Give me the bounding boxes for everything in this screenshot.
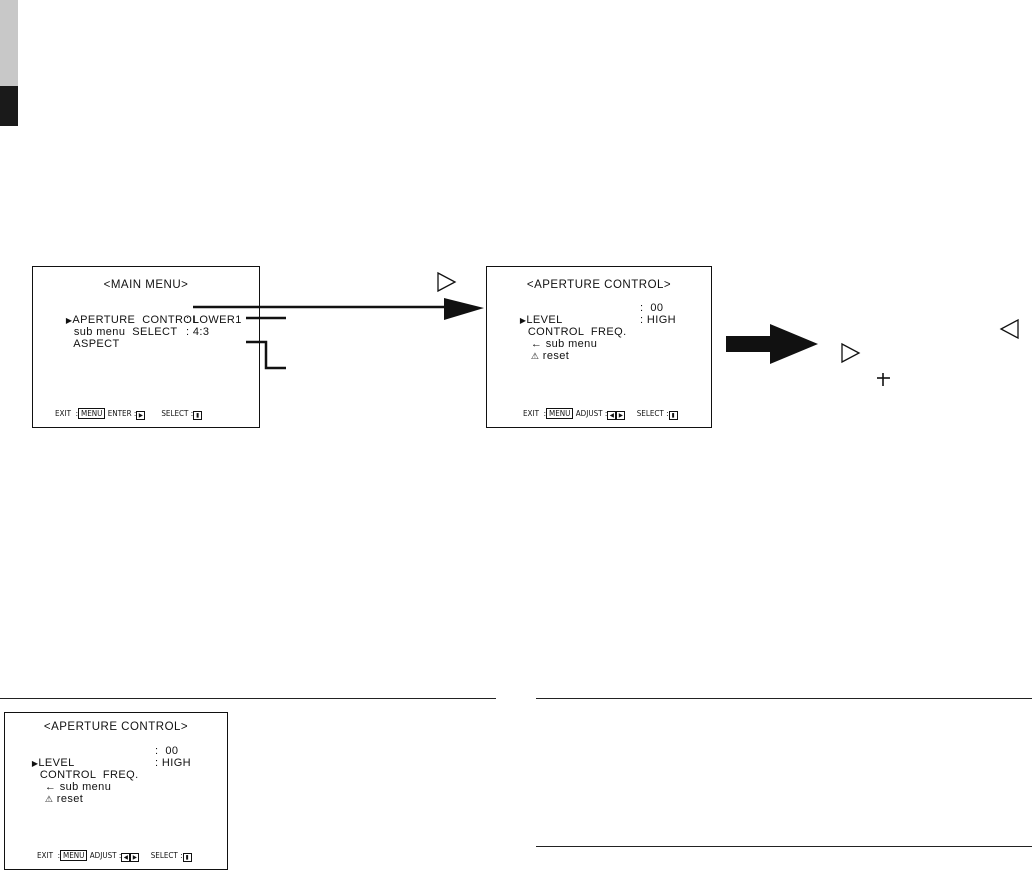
aperture-menu-2-footer: EXIT :MENU ADJUST :◀▶ SELECT :▮ bbox=[37, 850, 227, 862]
aperture-menu-screen-2: <APERTURE CONTROL> ▶LEVEL : 00 CONTROL F… bbox=[4, 712, 228, 870]
aperture-item-freq[interactable]: CONTROL FREQ. bbox=[527, 326, 627, 338]
select-key-icon: ▮ bbox=[668, 411, 678, 420]
section-rule-right-bottom bbox=[536, 846, 1032, 847]
left-key-icon: ◀ bbox=[607, 411, 617, 420]
aperture-2-item-level-value: : 00 bbox=[155, 745, 179, 757]
main-menu-footer: EXIT :MENU ENTER :▶ SELECT :▮ bbox=[55, 408, 259, 420]
aperture-menu-screen: <APERTURE CONTROL> ▶LEVEL : 00 CONTROL F… bbox=[486, 266, 712, 428]
back-arrow-icon: ← bbox=[44, 781, 57, 793]
menu-key: MENU bbox=[78, 408, 106, 419]
aperture-item-submenu[interactable]: ← sub menu bbox=[530, 338, 598, 350]
left-key-icon bbox=[999, 318, 1019, 340]
connector-arrowhead bbox=[444, 298, 484, 320]
warning-icon: ⚠ bbox=[530, 351, 540, 361]
main-menu-item-aspect[interactable]: ASPECT bbox=[73, 338, 120, 350]
main-menu-item-aspect-value: : 4:3 bbox=[186, 326, 210, 338]
menu-key: MENU bbox=[60, 850, 88, 861]
main-menu-item-submenu-value: : LOWER1 bbox=[186, 314, 242, 326]
aperture-2-item-reset[interactable]: ⚠ reset bbox=[44, 793, 84, 805]
aperture-2-item-freq-value: : HIGH bbox=[155, 757, 192, 769]
right-key-icon: ▶ bbox=[130, 853, 140, 862]
aperture-item-level-value: : 00 bbox=[640, 302, 664, 314]
aperture-menu-2-title: <APERTURE CONTROL> bbox=[43, 721, 189, 733]
main-menu-item-submenu[interactable]: sub menu SELECT bbox=[73, 326, 178, 338]
page-tab-grey bbox=[0, 0, 18, 86]
big-arrow-head bbox=[770, 324, 818, 364]
warning-icon: ⚠ bbox=[44, 794, 54, 804]
aperture-item-level[interactable]: ▶LEVEL bbox=[519, 314, 563, 326]
select-key-icon: ▮ bbox=[193, 411, 203, 420]
left-key-icon: ◀ bbox=[121, 853, 131, 862]
aperture-2-item-freq[interactable]: CONTROL FREQ. bbox=[39, 769, 139, 781]
aperture-menu-footer: EXIT :MENU ADJUST :◀▶ SELECT :▮ bbox=[523, 408, 711, 420]
section-rule-right-top bbox=[536, 698, 1032, 699]
right-key-icon: ▶ bbox=[616, 411, 626, 420]
main-menu-screen: <MAIN MENU> ▶APERTURE CONTROL sub menu S… bbox=[32, 266, 260, 428]
cursor-icon: ▶ bbox=[31, 759, 39, 768]
aperture-2-item-submenu[interactable]: ← sub menu bbox=[44, 781, 112, 793]
cursor-icon: ▶ bbox=[519, 316, 527, 325]
back-arrow-icon: ← bbox=[530, 338, 543, 350]
right-key-icon bbox=[841, 342, 861, 364]
right-key-icon bbox=[437, 271, 457, 293]
menu-key: MENU bbox=[546, 408, 574, 419]
aperture-menu-title: <APERTURE CONTROL> bbox=[526, 279, 672, 291]
right-key-icon: ▶ bbox=[136, 411, 146, 420]
main-menu-item-aperture[interactable]: ▶APERTURE CONTROL bbox=[65, 314, 199, 326]
main-menu-title: <MAIN MENU> bbox=[103, 279, 189, 291]
page-tab-black bbox=[0, 86, 18, 126]
aperture-item-freq-value: : HIGH bbox=[640, 314, 677, 326]
aperture-item-reset[interactable]: ⚠ reset bbox=[530, 350, 570, 362]
section-rule-left bbox=[0, 698, 496, 699]
cursor-icon: ▶ bbox=[65, 316, 73, 325]
select-key-icon: ▮ bbox=[182, 853, 192, 862]
aperture-2-item-level[interactable]: ▶LEVEL bbox=[31, 757, 75, 769]
aspect-connector-bracket bbox=[246, 340, 286, 370]
big-arrow-shaft bbox=[726, 336, 774, 352]
